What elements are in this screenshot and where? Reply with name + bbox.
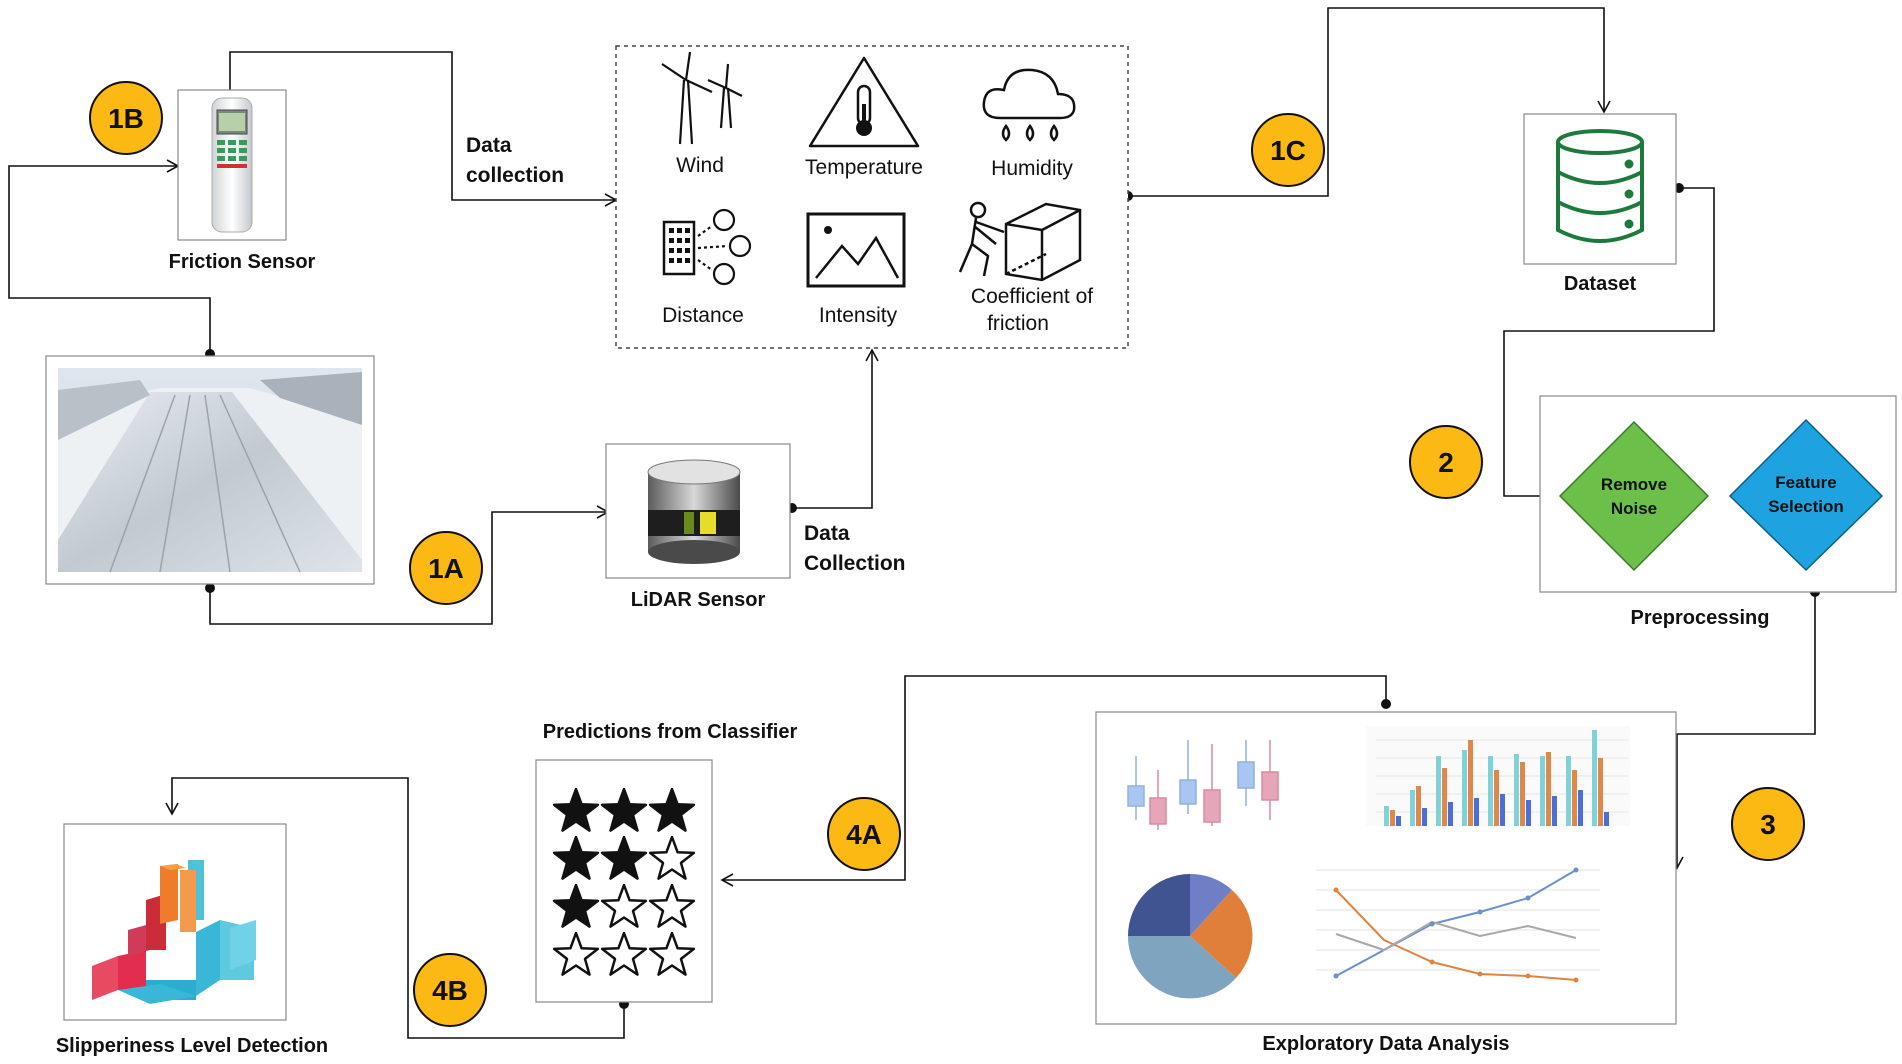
remove-noise-line2: Noise: [1611, 499, 1657, 518]
data-collection-top-line2: collection: [466, 164, 564, 187]
friction-sensor-label: Friction Sensor: [169, 251, 316, 273]
feature-intensity-label: Intensity: [819, 304, 898, 327]
star-filled-icon: [600, 835, 648, 880]
connector-preprocessing-to-eda: [1670, 592, 1816, 870]
badge-2: 2: [1409, 425, 1483, 499]
star-filled-icon: [648, 787, 696, 832]
remove-noise-diamond: Remove Noise: [1558, 420, 1710, 572]
slipperiness-node: Slipperiness Level Detection: [56, 823, 328, 1057]
eda-node: Exploratory Data Analysis: [1095, 711, 1677, 1055]
svg-text:1C: 1C: [1270, 135, 1306, 166]
slipperiness-label: Slipperiness Level Detection: [56, 1035, 328, 1057]
star-filled-icon: [600, 787, 648, 832]
features-box: Wind Temperature Humidity: [615, 45, 1129, 349]
badge-3: 3: [1731, 787, 1805, 861]
snowy-road-photo: [45, 355, 375, 585]
star-empty-icon: [648, 835, 696, 880]
svg-text:4B: 4B: [432, 975, 468, 1006]
feature-selection-line1: Feature: [1775, 473, 1836, 492]
connector-road-to-lidar: [209, 505, 610, 625]
boxplot-thumbnail: [1127, 740, 1279, 830]
star-empty-icon: [552, 931, 600, 976]
connector-eda-to-predictions: [720, 675, 1387, 887]
star-filled-icon: [552, 835, 600, 880]
connectors: [8, 7, 1816, 1039]
svg-text:2: 2: [1438, 447, 1454, 478]
badge-4A: 4A: [827, 797, 901, 871]
dataset-label: Dataset: [1564, 273, 1637, 295]
lidar-sensor-node: LiDAR Sensor: [605, 443, 791, 611]
star-empty-icon: [648, 931, 696, 976]
data-collection-bottom-line1: Data: [804, 522, 850, 545]
svg-text:4A: 4A: [846, 819, 882, 850]
building-people-distance-icon: [662, 208, 752, 286]
preprocessing-node: Remove Noise Feature Selection Preproces…: [1539, 395, 1897, 629]
star-filled-icon: [552, 787, 600, 832]
person-pushing-box-icon: [958, 201, 1082, 282]
friction-sensor-node: Friction Sensor: [169, 89, 316, 273]
lidar-device-icon: [647, 459, 741, 564]
badge-1A: 1A: [409, 531, 483, 605]
badge-1B: 1B: [89, 81, 163, 155]
star-empty-icon: [648, 883, 696, 928]
line-chart-thumbnail: [1316, 867, 1600, 983]
data-collection-top-line1: Data: [466, 134, 512, 157]
svg-text:1B: 1B: [108, 103, 144, 134]
connector-friction-to-features: [229, 51, 618, 207]
feature-coefficient-label-line2: friction: [987, 312, 1049, 335]
star-rating-grid: [552, 787, 696, 976]
connector-lidar-to-features: [792, 348, 879, 509]
dataset-node: Dataset: [1523, 113, 1677, 295]
data-collection-bottom-line2: Collection: [804, 552, 906, 575]
thermometer-warning-icon: [808, 56, 920, 148]
connector-dataset-to-preprocessing: [1503, 187, 1715, 503]
connector-predictions-to-slipperiness: [165, 777, 625, 1039]
star-empty-icon: [600, 883, 648, 928]
wind-turbine-icon: [661, 51, 743, 145]
3d-bar-chart-icon: [92, 860, 256, 1004]
star-empty-icon: [600, 931, 648, 976]
eda-label: Exploratory Data Analysis: [1262, 1033, 1509, 1055]
remove-noise-line1: Remove: [1601, 475, 1667, 494]
lidar-sensor-label: LiDAR Sensor: [631, 589, 766, 611]
database-icon: [1556, 129, 1644, 243]
image-intensity-icon: [806, 212, 906, 288]
connector-road-to-friction: [8, 159, 211, 352]
feature-temperature-label: Temperature: [805, 156, 923, 179]
pie-chart-thumbnail: [1127, 873, 1253, 999]
badge-1C: 1C: [1251, 113, 1325, 187]
svg-text:3: 3: [1760, 809, 1776, 840]
badge-4B: 4B: [413, 953, 487, 1027]
feature-selection-diamond: Feature Selection: [1728, 418, 1884, 572]
step-badges: 1B 1A 1C 2 3 4A 4B: [89, 81, 1805, 1027]
predictions-label: Predictions from Classifier: [543, 721, 798, 743]
feature-wind-label: Wind: [676, 154, 724, 177]
feature-coefficient-label-line1: Coefficient of: [971, 285, 1093, 308]
feature-distance-label: Distance: [662, 304, 744, 327]
feature-selection-line2: Selection: [1768, 497, 1844, 516]
cloud-rain-icon: [982, 68, 1076, 142]
feature-humidity-label: Humidity: [991, 157, 1073, 180]
svg-text:1A: 1A: [428, 553, 464, 584]
star-filled-icon: [552, 883, 600, 928]
friction-sensor-device-icon: [211, 97, 253, 233]
connector-features-to-dataset: [1128, 7, 1611, 197]
bar-chart-thumbnail: [1366, 726, 1630, 826]
predictions-node: Predictions from Classifier: [535, 721, 798, 1003]
preprocessing-label: Preprocessing: [1631, 607, 1770, 629]
